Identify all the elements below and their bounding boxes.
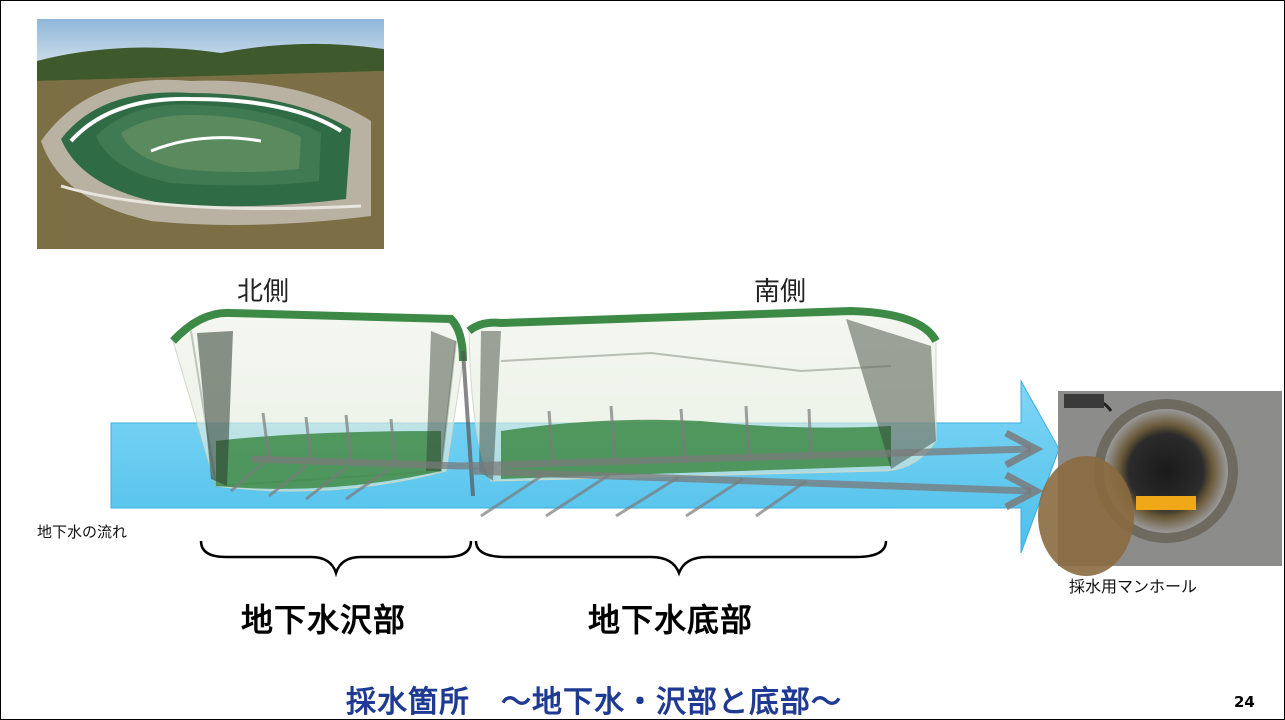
north-side-label: 北側 — [237, 277, 290, 307]
south-side-label: 南側 — [754, 277, 807, 307]
brace-bottom — [474, 540, 888, 577]
groundwater-flow-label: 地下水の流れ — [37, 523, 128, 541]
manhole-label: 採水用マンホール — [1069, 577, 1198, 596]
bottom-section-label: 地下水底部 — [588, 601, 754, 639]
north-basin — [170, 308, 467, 492]
collection-pipes — [230, 405, 1044, 518]
page-number: 24 — [1234, 693, 1255, 711]
south-basin — [466, 306, 940, 482]
groundwater-flow-arrow — [110, 379, 1060, 554]
stream-section-label: 地下水沢部 — [241, 601, 407, 639]
slide-title: 採水箇所 ～地下水・沢部と底部～ — [346, 685, 842, 720]
basin-divider — [461, 350, 475, 497]
manhole-photo — [1038, 391, 1282, 576]
landfill-photo — [37, 19, 384, 249]
brace-stream — [199, 540, 473, 578]
